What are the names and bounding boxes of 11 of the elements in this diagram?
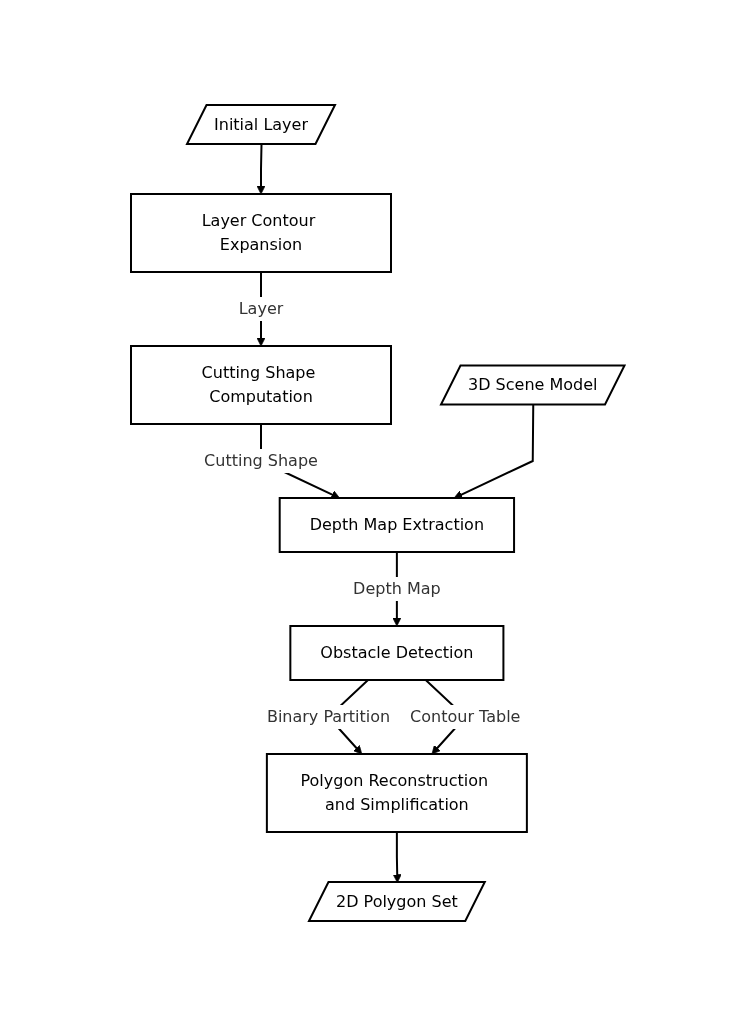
edge-label: Depth Map [352, 578, 441, 598]
node-box: Polygon Reconstruction and Simplification [265, 752, 528, 833]
edge-label: Cutting Shape [203, 450, 318, 470]
edge-label: Layer [238, 298, 284, 318]
edge-label: Binary Partition [266, 706, 390, 726]
arrow [256, 143, 266, 194]
node-box: Cutting Shape Computation [129, 344, 392, 425]
edge-label: Contour Table [409, 706, 521, 726]
node-box: Layer Contour Expansion [129, 192, 392, 273]
node-box: Depth Map Extraction [278, 496, 515, 553]
node-box: Obstacle Detection [289, 624, 505, 681]
